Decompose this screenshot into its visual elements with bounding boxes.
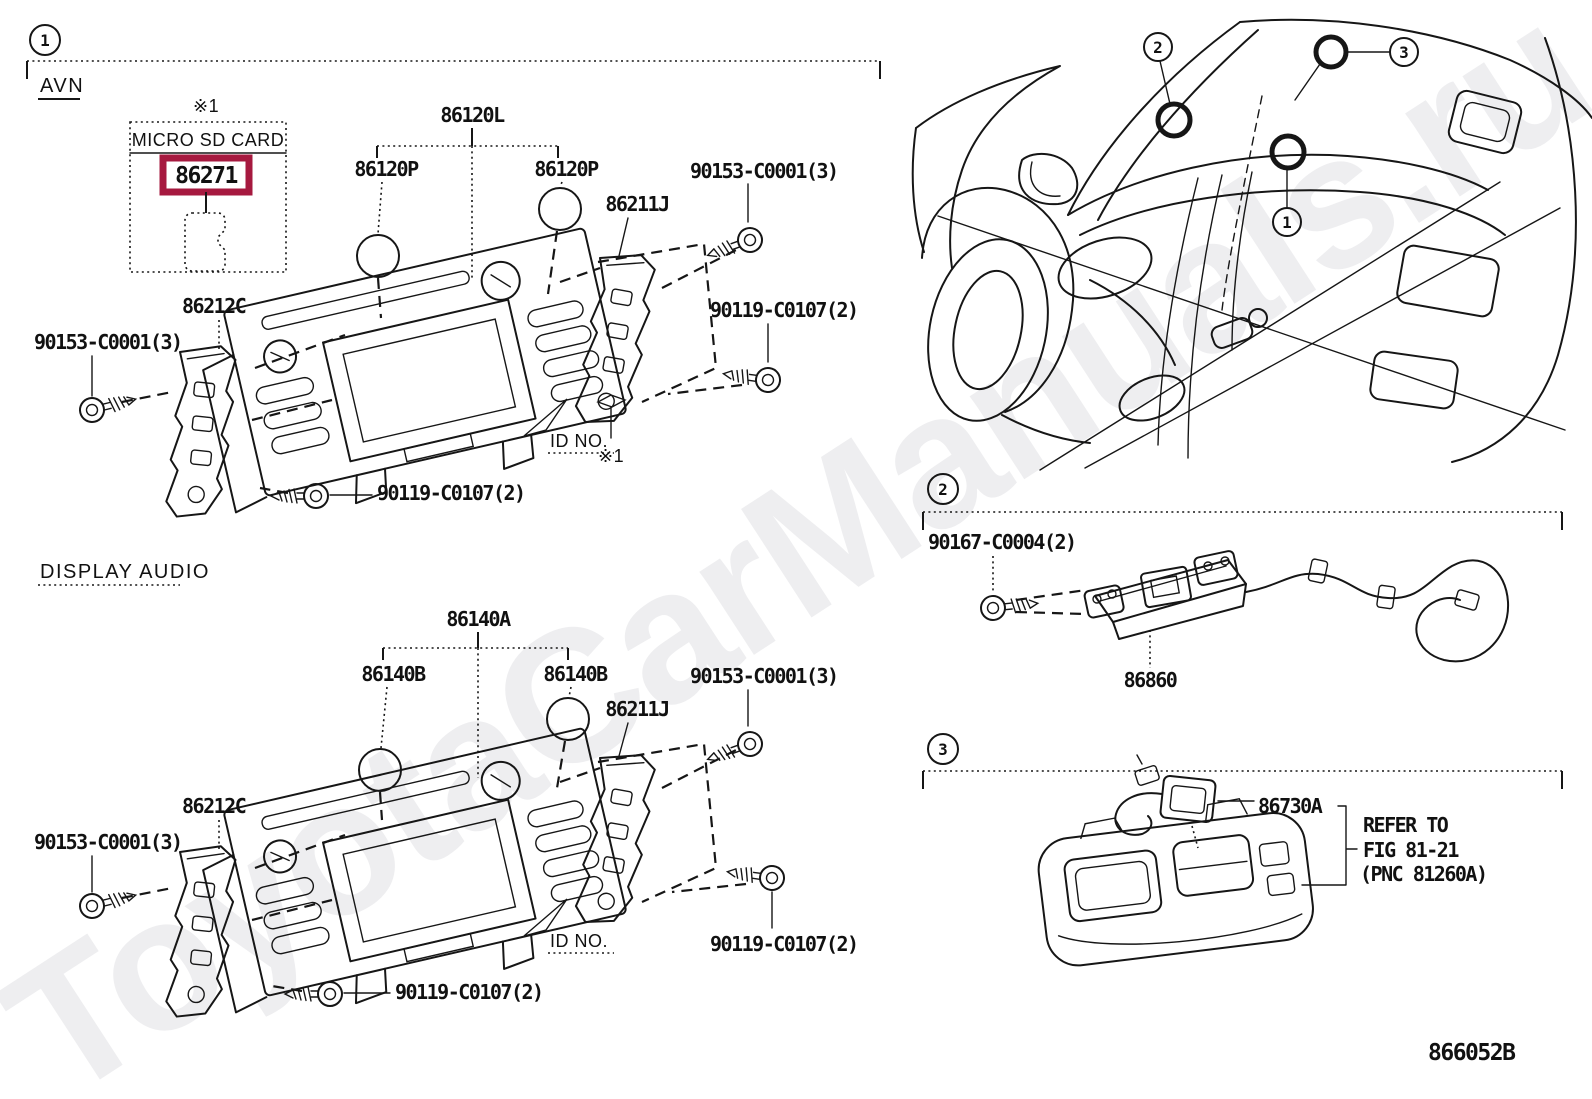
part-86211J-label: 86211J (605, 192, 668, 216)
location-marker-2 (1155, 101, 1193, 139)
location-marker-1 (1269, 133, 1307, 171)
section3-callout-circle (927, 733, 959, 765)
screw-icon (978, 590, 1041, 623)
note-diamond (596, 394, 627, 408)
screw-icon (724, 858, 787, 893)
avn-note-ref: ※1 (598, 446, 624, 466)
dash-callout-3: 3 (1399, 43, 1409, 62)
section1-number: 1 (40, 31, 50, 50)
part-86860-label: 86860 (1124, 668, 1177, 692)
da-screw-right-label: 90119-C0107(2) (710, 932, 858, 956)
part-86212C-label: 86212C (182, 294, 246, 318)
display-audio-section: DISPLAY AUDIO 86140A 86140B 86140B 86211… (34, 561, 859, 1031)
part-86140B-left-label: 86140B (361, 662, 426, 686)
refer-line2: FIG 81-21 (1363, 838, 1459, 862)
section1: 1 AVN ※1 MICRO SD CARD 86271 86212C 9015… (26, 24, 881, 531)
micro-sd-card-box (129, 121, 287, 273)
side-mirror (1018, 152, 1079, 206)
bracket-86211J-drawing (570, 247, 660, 431)
refer-line3: (PNC 81260A) (1360, 862, 1487, 886)
micro-sd-card-title: MICRO SD CARD (132, 130, 285, 150)
screw-icon (702, 223, 767, 268)
display-audio-title: DISPLAY AUDIO (40, 561, 210, 583)
id-no-arrow-da (523, 898, 568, 937)
avn-note-top: ※1 (193, 96, 219, 116)
micro-sd-card-icon (184, 212, 226, 272)
section1-callout-circle (29, 24, 61, 56)
bracket-86211J-drawing-da (570, 747, 660, 931)
dash-callout-1: 1 (1282, 213, 1292, 232)
da-screw-left-label: 90153-C0001(3) (34, 830, 182, 854)
bracket-86212C-drawing (161, 341, 240, 523)
knob-86140B-right-drawing (546, 697, 590, 741)
avn-id-no-label: ID NO. (550, 431, 608, 451)
instrument-cluster (1057, 236, 1153, 300)
avn-screw-right-label: 90119-C0107(2) (710, 298, 858, 322)
part-90167-label: 90167-C0004(2) (928, 530, 1076, 554)
part-86271[interactable]: 86271 (175, 163, 239, 189)
screw-icon (720, 360, 783, 395)
part-86120P-left-label: 86120P (354, 157, 419, 181)
section3-number: 3 (938, 740, 948, 759)
part-86120L-label: 86120L (440, 103, 505, 127)
figure-code: 866052B (1428, 1040, 1516, 1066)
part-86211J-label-da: 86211J (605, 697, 668, 721)
section3: 3 86730A REFER TO FIG 81-21 (PNC 81260A) (922, 733, 1563, 967)
da-id-no-label: ID NO. (550, 931, 608, 951)
section2: 2 90167-C0004(2) (922, 473, 1563, 692)
dash-callout-2: 2 (1153, 38, 1163, 57)
id-no-arrow (523, 398, 568, 437)
screw-icon (76, 386, 140, 426)
location-marker-3 (1313, 34, 1349, 70)
screw-icon (76, 882, 140, 922)
refer-line1: REFER TO (1363, 813, 1449, 837)
amplifier-antenna-drawing (1083, 550, 1510, 663)
knob-86120P-left-drawing (356, 234, 400, 278)
part-86140A-label: 86140A (446, 607, 511, 631)
da-screw-bottom-label: 90119-C0107(2) (395, 980, 543, 1004)
knob-86140B-left-drawing (358, 748, 402, 792)
part-86120P-right-label: 86120P (534, 157, 599, 181)
bracket-86212C-drawing-da (161, 841, 240, 1023)
da-screw-top-right-label: 90153-C0001(3) (690, 664, 838, 688)
avn-screw-bottom-label: 90119-C0107(2) (377, 481, 525, 505)
microphone-drawing (1114, 754, 1217, 836)
part-86140B-right-label: 86140B (543, 662, 608, 686)
part-86212C-label-da: 86212C (182, 794, 246, 818)
knob-86120P-right-drawing (538, 187, 582, 231)
avn-screw-top-right-label: 90153-C0001(3) (690, 159, 838, 183)
section2-callout-circle (927, 473, 959, 505)
avn-title: AVN (40, 75, 84, 97)
avn-screw-left-label: 90153-C0001(3) (34, 330, 182, 354)
section2-number: 2 (938, 480, 948, 499)
overhead-console-drawing (1037, 798, 1314, 967)
vehicle-dashboard-sketch: 2 1 3 (911, 18, 1592, 471)
